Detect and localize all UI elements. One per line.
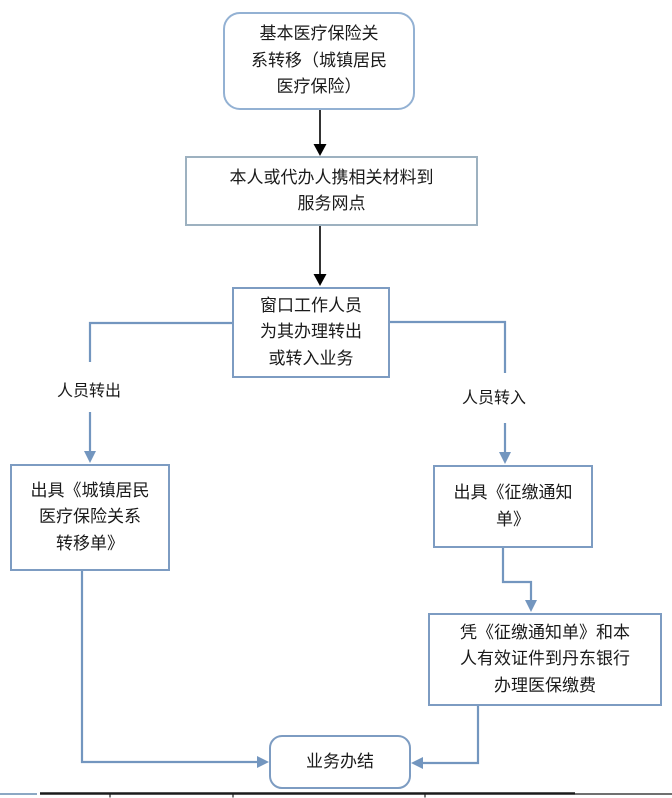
arrowhead-into-out-doc bbox=[84, 451, 96, 463]
edge-out-doc-to-end bbox=[80, 571, 257, 764]
arrowhead-end-left bbox=[257, 756, 269, 768]
node-bring-materials: 本人或代办人携相关材料到 服务网点 bbox=[185, 156, 478, 226]
node-window-staff-process: 窗口工作人员 为其办理转出 或转入业务 bbox=[232, 287, 390, 378]
edge-label-transfer-out: 人员转出 bbox=[57, 383, 122, 400]
node-end-terminator: 业务办结 bbox=[269, 735, 411, 789]
arrowhead-start-to-materials bbox=[313, 144, 327, 156]
edge-window-to-in-branch bbox=[390, 320, 507, 373]
node-issue-collection-notice: 出具《征缴通知 单》 bbox=[433, 465, 593, 548]
node-bank-payment: 凭《征缴通知单》和本 人有效证件到丹东银行 办理医保缴费 bbox=[428, 613, 662, 706]
edge-window-to-out-branch bbox=[88, 321, 232, 362]
node-start-terminator: 基本医疗保险关 系转移（城镇居民 医疗保险） bbox=[223, 12, 415, 110]
arrowhead-into-in-doc bbox=[499, 452, 511, 464]
arrowhead-materials-to-window bbox=[313, 274, 327, 286]
arrowhead-into-bank bbox=[525, 600, 537, 612]
edge-in-doc-to-bank bbox=[501, 548, 533, 601]
edge-bank-to-end bbox=[423, 706, 480, 765]
node-issue-transfer-form: 出具《城镇居民 医疗保险关系 转移单》 bbox=[10, 464, 170, 571]
edge-label-transfer-in: 人员转入 bbox=[462, 390, 527, 407]
arrowhead-end-right bbox=[411, 757, 423, 769]
